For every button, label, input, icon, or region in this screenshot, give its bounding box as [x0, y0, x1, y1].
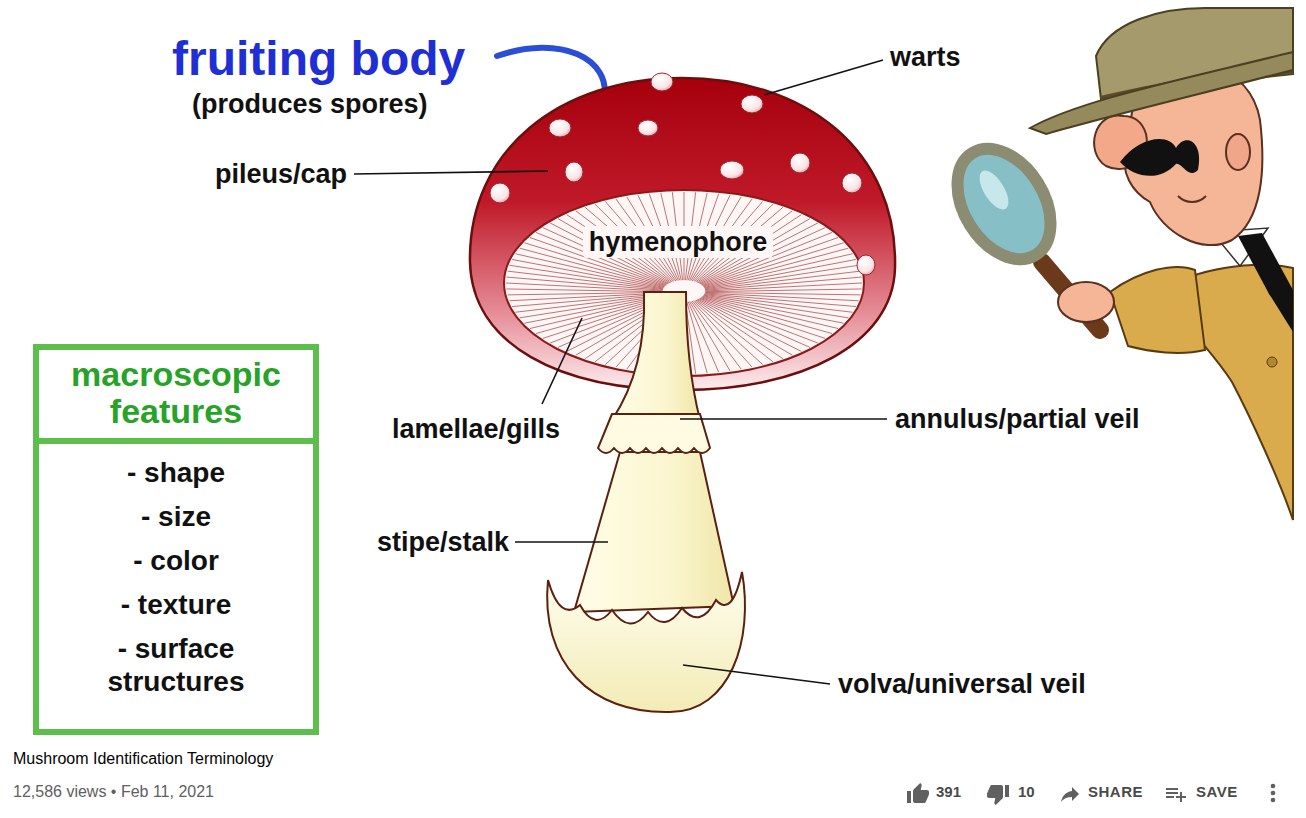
- necktie: [1238, 233, 1293, 332]
- wart: [638, 120, 658, 136]
- gill-line: [705, 271, 860, 289]
- part-label: volva/universal veil: [838, 668, 1086, 700]
- gill-line: [704, 295, 852, 313]
- part-label: annulus/partial veil: [895, 403, 1140, 435]
- wart: [720, 161, 744, 179]
- leader-line: [515, 541, 608, 543]
- mouth: [1178, 196, 1206, 202]
- leader-line: [764, 60, 883, 95]
- more-dot: [1271, 798, 1276, 803]
- like-icon: [907, 783, 929, 803]
- leader-lines: [354, 60, 887, 684]
- leader-line: [683, 665, 830, 684]
- wart: [790, 153, 810, 173]
- volva-cup: [547, 572, 745, 712]
- gill-line: [700, 298, 818, 343]
- arrow-shaft: [497, 48, 605, 100]
- gill-line: [705, 289, 861, 292]
- lens-glint: [974, 166, 1014, 214]
- lower-stalk: [574, 452, 734, 612]
- save-icon: [1166, 788, 1186, 802]
- gill-line: [508, 292, 663, 294]
- feature-item: - texture: [39, 588, 313, 621]
- part-label: warts: [890, 41, 961, 73]
- wart: [741, 95, 763, 113]
- callout-note: (produces spores): [192, 88, 428, 120]
- leader-line: [354, 171, 548, 174]
- part-label: lamellae/gills: [392, 413, 560, 445]
- part-label: stipe/stalk: [377, 526, 509, 558]
- gill-line: [705, 277, 861, 290]
- dislike-icon: [987, 785, 1009, 805]
- wart-dots: [490, 73, 875, 275]
- gill-line: [520, 295, 665, 318]
- save-button: SAVE: [1196, 783, 1238, 801]
- gill-line: [512, 294, 663, 307]
- coat-sleeve: [1110, 267, 1205, 353]
- gill-line: [705, 265, 859, 289]
- wart: [651, 73, 673, 91]
- wart: [565, 162, 583, 182]
- callout-heading: fruiting body: [172, 30, 465, 88]
- hand: [1058, 282, 1114, 322]
- gill-line: [693, 301, 762, 365]
- gill-line: [691, 301, 741, 369]
- more-dot: [1271, 784, 1276, 789]
- leader-line: [542, 318, 582, 404]
- mustache: [1120, 139, 1199, 176]
- video-title: Mushroom Identification Terminology: [13, 749, 273, 768]
- gill-line: [705, 293, 859, 301]
- feature-item: - surface structures: [39, 632, 313, 698]
- feature-item: - shape: [39, 456, 313, 489]
- wart: [490, 183, 510, 203]
- like-count: 391: [936, 783, 961, 801]
- feature-item: - size: [39, 500, 313, 533]
- mushroom-stem: [547, 292, 745, 712]
- gill-line: [690, 302, 731, 371]
- wart: [857, 255, 875, 275]
- box-heading: macroscopic features: [39, 350, 313, 444]
- annulus-ring: [598, 414, 710, 453]
- gill-line: [704, 295, 849, 318]
- feature-item: - color: [39, 544, 313, 577]
- upper-stalk: [612, 292, 700, 420]
- more-dot: [1271, 791, 1276, 796]
- video-actions: [907, 783, 1275, 805]
- gill-line: [704, 254, 852, 288]
- coat-button: [1267, 357, 1277, 367]
- gill-line: [699, 299, 810, 348]
- gill-line: [702, 296, 838, 328]
- detective-cartoon: [938, 8, 1293, 520]
- wart: [842, 173, 862, 193]
- gill-line: [697, 300, 792, 356]
- view-count: 12,586 views • Feb 11, 2021: [13, 782, 214, 801]
- part-label: hymenophore: [583, 226, 774, 258]
- gill-line: [509, 265, 663, 289]
- dislike-count: 10: [1018, 783, 1035, 801]
- magnifying-lens: [938, 132, 1069, 276]
- wart: [549, 119, 571, 137]
- share-button: SHARE: [1088, 783, 1143, 801]
- feature-box: macroscopic features - shape - size - color…: [33, 344, 319, 735]
- part-label: pileus/cap: [215, 158, 347, 190]
- gill-line: [688, 302, 719, 373]
- ear: [1226, 134, 1250, 170]
- hat-brim: [1030, 52, 1293, 134]
- share-icon: [1061, 787, 1079, 802]
- gill-line: [506, 289, 662, 292]
- leader-line: [680, 418, 887, 420]
